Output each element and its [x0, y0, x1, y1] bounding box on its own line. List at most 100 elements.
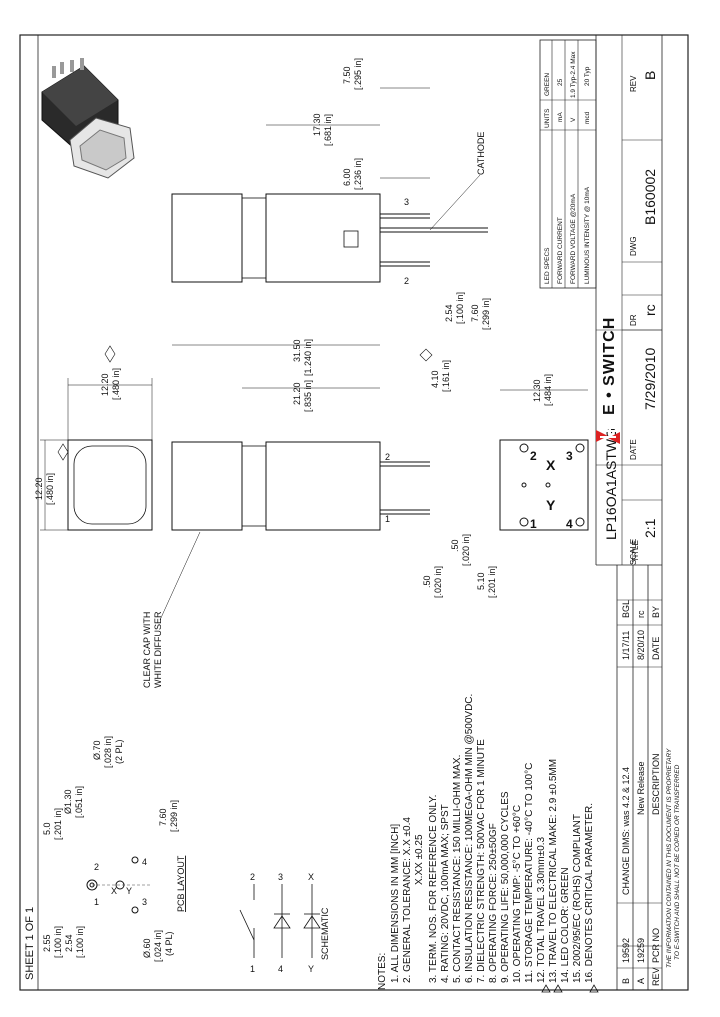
critical-triangle-icon — [553, 984, 563, 993]
bottom-pin-2: 2 — [530, 449, 537, 463]
note-1: 1. ALL DIMENSIONS IN MM [INCH] — [390, 824, 401, 983]
dim-050-a: .50 — [422, 575, 432, 588]
note-12: 12. TOTAL TRAVEL 3.30mm±0.3 — [536, 836, 547, 983]
schematic-label: SCHEMATIC — [320, 907, 330, 960]
bottom-view: X Y 2 3 1 4 12.30 [.484 in] — [499, 374, 589, 531]
pin-2-label-front: 2 — [385, 452, 390, 462]
schematic-pin-1: 1 — [250, 964, 255, 974]
pcb-dim-5-0-in: [.201 in] — [53, 808, 63, 840]
schematic-pin-2: 2 — [250, 872, 255, 882]
dim-31-50: 31.50 — [292, 339, 302, 362]
dim-050-a-in: [.020 in] — [433, 566, 443, 598]
pcb-dim-7-60: 7.60 — [158, 808, 168, 826]
side-view-front: 2 1 — [171, 441, 430, 531]
dim-5-10: 5.10 — [476, 572, 486, 590]
dim-12-30: 12.30 — [532, 379, 542, 402]
bottom-pin-1: 1 — [530, 517, 537, 531]
note-6: 6. INSULATION RESISTANCE: 100MEGA-OHM MI… — [464, 694, 475, 983]
note-3: 3. TERM. NOS. FOR REFERENCE ONLY. — [428, 795, 439, 983]
pcb-dim-070-in: [.028 in] — [103, 736, 113, 768]
led-row2-value: 1.9 Typ-2.4 Max — [570, 51, 577, 98]
dim-21-20-in: [.835 in] — [303, 380, 313, 412]
dim-12-20-side-in: [.480 in] — [45, 473, 55, 505]
date-label: DATE — [629, 439, 638, 460]
rev-b-date: 1/17/11 — [621, 631, 631, 660]
pcb-dim-130-in: [.051 in] — [74, 786, 84, 818]
dim-21-20: 21.20 — [292, 382, 302, 405]
bottom-pin-4: 4 — [566, 517, 573, 531]
rev-a-rev: A — [636, 978, 646, 984]
dim-17-30-in: [.681 in] — [323, 114, 333, 146]
pcb-dim-7-60-in: [.299 in] — [169, 800, 179, 832]
side-dimensions: 31.50 [1.240 in] 21.20 [.835 in] 17.30 [… — [172, 58, 497, 598]
dr-label: DR — [629, 314, 638, 326]
rev-b-pcr: 19592 — [621, 938, 631, 963]
diode-icon — [273, 915, 291, 929]
dim-2-54: 2.54 — [444, 304, 454, 322]
rev-a-pcr: 19259 — [636, 938, 646, 963]
title-block: TITLE LP16OA1ASTWG E • SWITCH SCALE 2:1 … — [595, 35, 662, 565]
led-table-title: LED SPECS — [544, 247, 551, 284]
scale-value: 2:1 — [642, 518, 658, 538]
scale-label: SCALE — [629, 539, 638, 565]
dim-31-50-in: [1.240 in] — [303, 339, 313, 376]
title-label: TITLE — [631, 540, 640, 562]
bottom-pin-x: X — [546, 457, 556, 473]
dim-050-b-in: [.020 in] — [461, 534, 471, 566]
clear-cap-callout: CLEAR CAP WITH WHITE DIFFUSER — [142, 531, 201, 688]
note-10: 10. OPERATING TEMP: -5°C TO +60°C — [512, 805, 523, 983]
pcb-dim-070-count: (2 PL) — [114, 739, 124, 764]
part-number: LP16OA1ASTWG — [603, 428, 619, 540]
top-view: 12.20 [.480 in] 12.20 [.480 in] — [34, 345, 153, 531]
rev-a-date: 8/20/10 — [636, 630, 646, 660]
rev-header-description: DESCRIPTION — [651, 753, 661, 815]
note-15: 15. 2002/95/EC (ROHS) COMPLIANT — [572, 814, 583, 983]
led-row2-units: V — [570, 117, 577, 122]
dim-050-b: .50 — [450, 539, 460, 552]
note-14: 14. LED COLOR: GREEN — [560, 867, 571, 983]
pcb-dim-2-54-in: [.100 in] — [75, 926, 85, 958]
sheet-number: SHEET 1 OF 1 — [24, 907, 36, 980]
cathode-label: CATHODE — [476, 132, 486, 175]
pcb-dim-130: Ø1.30 — [63, 789, 73, 814]
brand-name: E • SWITCH — [601, 317, 618, 415]
rev-b-rev: B — [621, 978, 631, 984]
dim-4-10: 4.10 — [430, 370, 440, 388]
side-view-top: 3 2 CATHODE — [171, 132, 488, 286]
dim-12-20-side: 12.20 — [34, 477, 44, 500]
note-8: 8. OPERATING FORCE: 250±50GF — [488, 823, 499, 983]
bottom-pin-y: Y — [546, 497, 556, 513]
clear-cap-line-2: WHITE DIFFUSER — [153, 611, 163, 688]
product-3d-render — [41, 58, 135, 179]
rev-a-description: New Release — [636, 761, 646, 815]
notes-block: NOTES: 1. ALL DIMENSIONS IN MM [INCH] 2.… — [377, 694, 599, 993]
note-2: 2. GENERAL TOLERANCE: X.X ±0.4 — [402, 817, 413, 983]
pcb-pin-y: Y — [126, 886, 132, 896]
dim-17-30: 17.30 — [312, 113, 322, 136]
schematic-pin-y: Y — [308, 964, 314, 974]
led-specs-table: LED SPECS UNITS GREEN FORWARD CURRENT mA… — [539, 39, 597, 289]
dim-12-30-in: [.484 in] — [543, 374, 553, 406]
schematic-pin-3: 3 — [278, 872, 283, 882]
note-7: 7. DIELECTRIC STRENGTH: 500VAC FOR 1 MIN… — [476, 739, 487, 983]
pcb-dim-070: Ø.70 — [92, 740, 102, 760]
dim-12-20-top-in: [.480 in] — [111, 368, 121, 400]
rev-value: B — [642, 71, 658, 80]
dim-2-54-in: [.100 in] — [455, 292, 465, 324]
proprietary-line-1: THE INFORMATION CONTAINED IN THIS DOCUME… — [666, 748, 673, 968]
schematic-pin-x: X — [308, 872, 314, 882]
revision-table: B 19592 CHANGE DIMS: was 4.2 & 12.4 1/17… — [20, 35, 681, 991]
dim-7-50-in: [.295 in] — [353, 58, 363, 90]
rev-b-description: CHANGE DIMS: was 4.2 & 12.4 — [621, 767, 631, 895]
dr-value: rc — [642, 304, 658, 316]
led-row1-value: 25 — [557, 78, 564, 86]
pcb-dim-2-55: 2.55 — [42, 934, 52, 952]
note-11: 11. STORAGE TEMPERATURE: -40°C TO 100°C — [524, 763, 535, 983]
dwg-label: DWG — [629, 236, 638, 256]
schematic: 1 2 4 3 Y X SCHEMATIC — [239, 872, 330, 974]
led-icon — [303, 915, 321, 929]
date-value: 7/29/2010 — [642, 348, 658, 410]
pcb-pin-2: 2 — [94, 862, 99, 872]
pcb-dim-060-in: [.024 in] — [153, 930, 163, 962]
pin-3-label-side: 3 — [404, 197, 409, 207]
